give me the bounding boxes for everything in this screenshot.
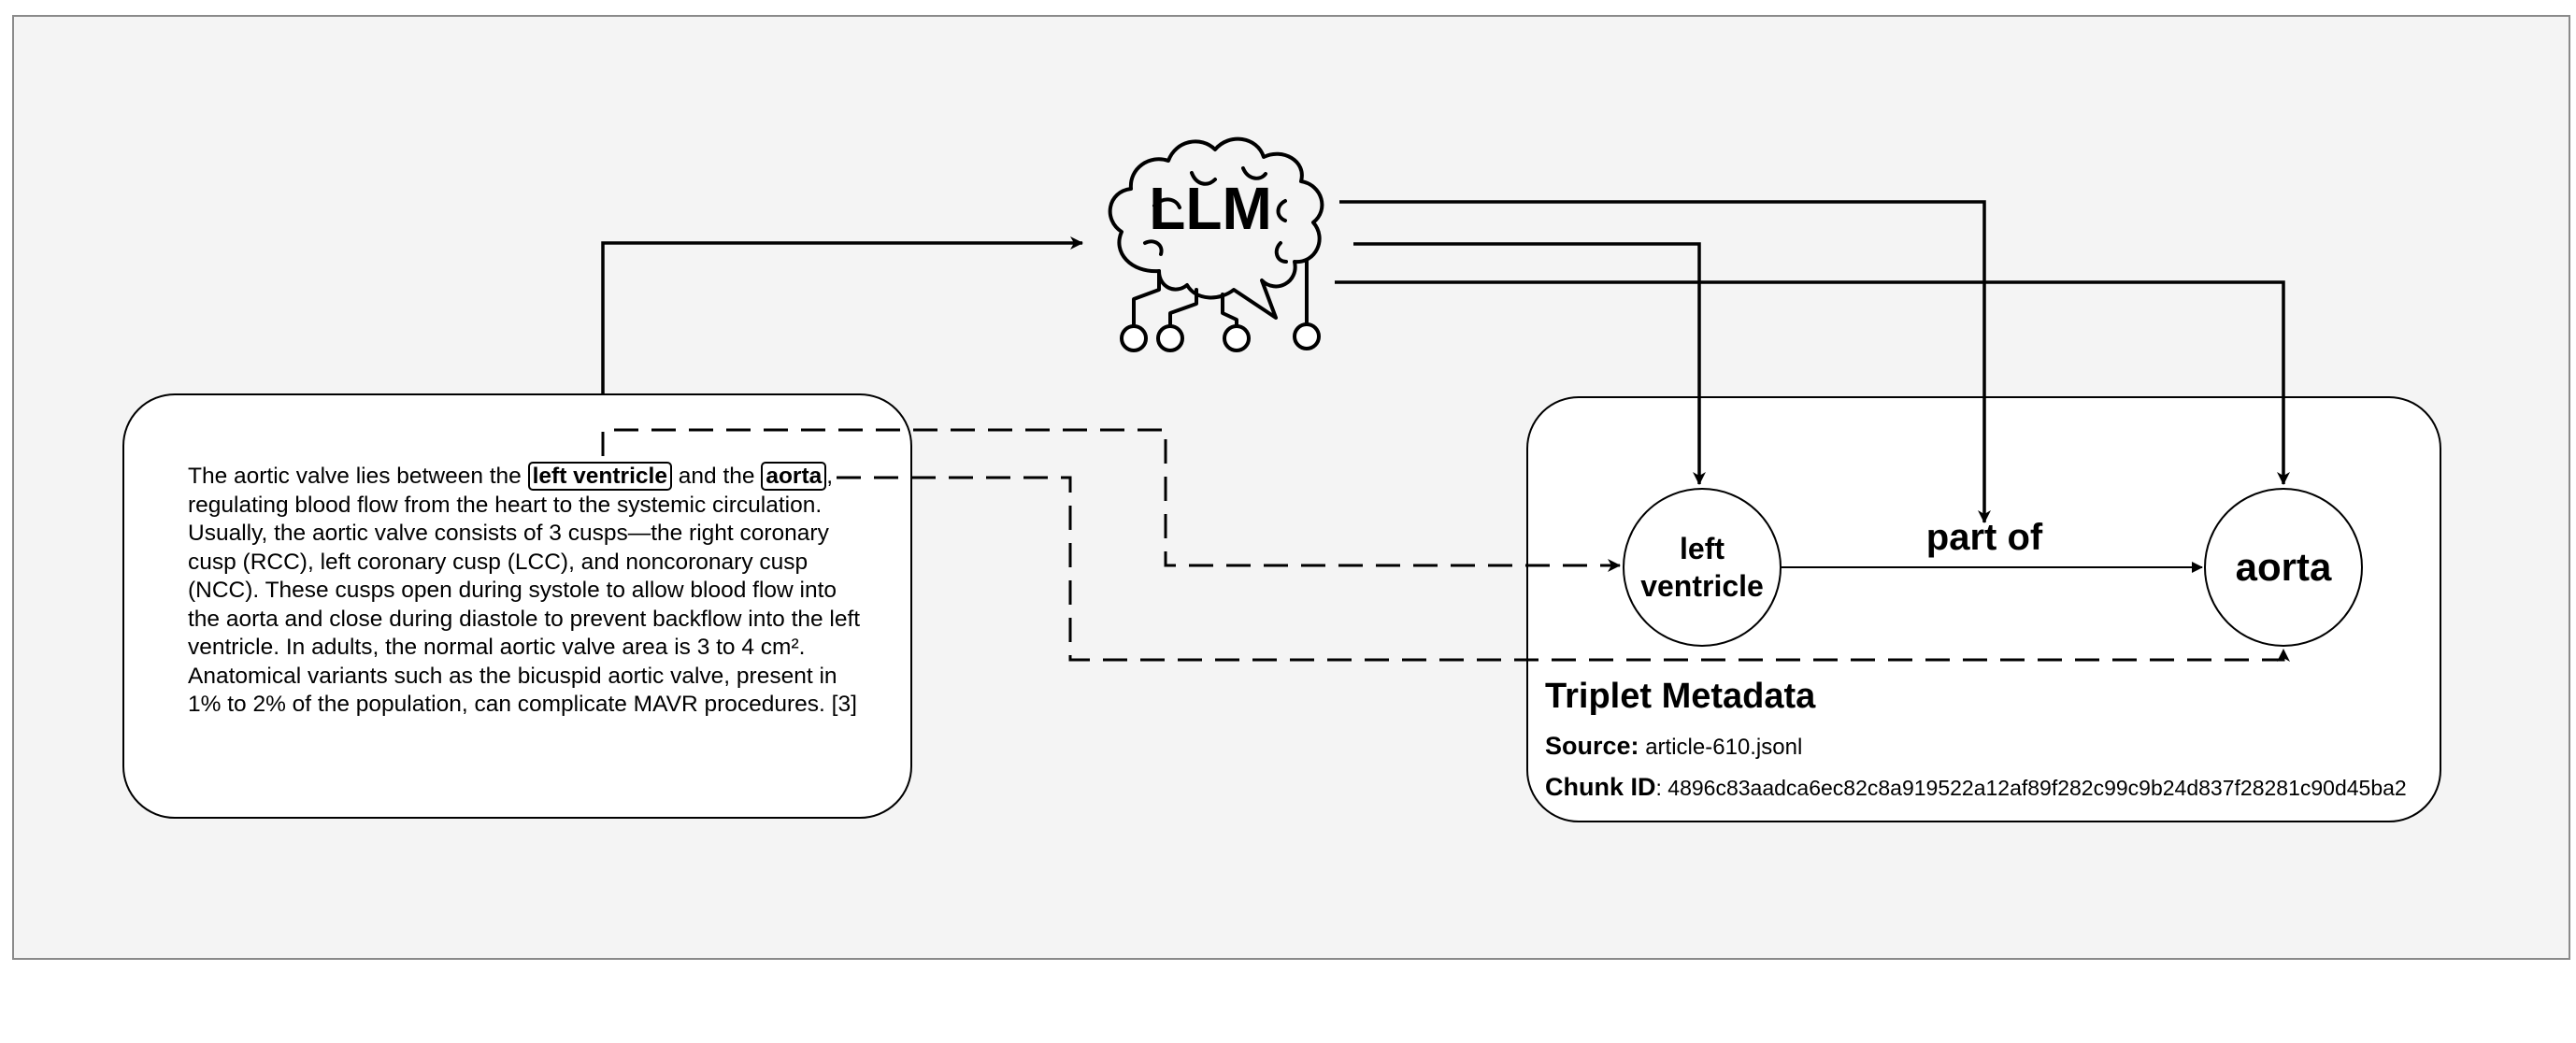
- chunk-key: Chunk ID: [1545, 773, 1656, 801]
- entity-highlight-left-ventricle: left ventricle: [527, 462, 672, 491]
- arrow-llm-to-head-node: [1353, 242, 1706, 485]
- dashed-link-left-ventricle: [601, 428, 1621, 572]
- metadata-source: Source: article-610.jsonl: [1545, 732, 1802, 761]
- node-tail-entity: aorta: [2204, 488, 2363, 647]
- entity-highlight-aorta: aorta: [761, 462, 827, 491]
- brain-circuit-icon: LLM: [1108, 136, 1324, 352]
- passage-text-mid: and the: [671, 464, 762, 489]
- head-entity-line1: left: [1680, 532, 1724, 565]
- llm-label: LLM: [1149, 175, 1272, 242]
- passage-text-start: The aortic valve lies between the: [188, 464, 528, 489]
- head-entity-line2: ventricle: [1640, 569, 1764, 603]
- source-passage: The aortic valve lies between the left v…: [188, 462, 861, 720]
- metadata-title: Triplet Metadata: [1545, 677, 1816, 716]
- tail-entity-label: aorta: [2235, 545, 2332, 589]
- source-value: article-610.jsonl: [1645, 735, 1803, 760]
- passage-text-rest: , regulating blood flow from the heart t…: [188, 464, 861, 717]
- arrow-llm-to-relation: [1339, 200, 1991, 523]
- dashed-link-aorta: [837, 476, 2290, 662]
- source-text-panel: [122, 393, 912, 819]
- metadata-chunk-id: Chunk ID: 4896c83aadca6ec82c8a919522a12a…: [1545, 773, 2407, 802]
- node-head-entity: left ventricle: [1623, 488, 1782, 647]
- chunk-value: : 4896c83aadca6ec82c8a919522a12af89f282c…: [1655, 776, 2407, 800]
- llm-icon: LLM: [1066, 103, 1365, 364]
- arrow-passage-to-llm: [601, 236, 1083, 393]
- source-key: Source:: [1545, 732, 1639, 760]
- relation-label: part of: [1925, 517, 2043, 558]
- arrow-llm-to-tail-node: [1335, 280, 2290, 485]
